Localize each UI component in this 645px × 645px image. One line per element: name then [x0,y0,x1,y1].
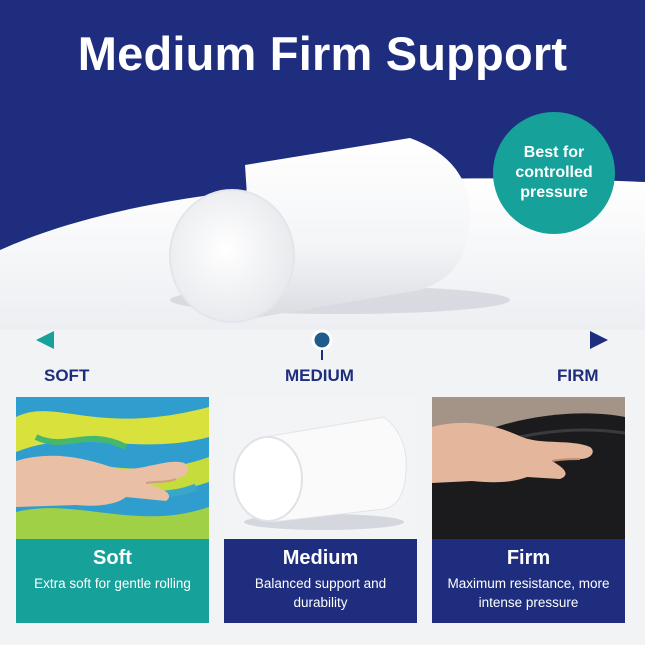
card-firm-title: Firm [506,547,551,569]
foam-roller-hero-image [169,138,510,323]
card-soft-description: Extra soft for gentle rolling [34,576,191,591]
badge-text: Best for controlled pressure [515,144,593,201]
firm-foam-photo [432,397,625,539]
soft-foam-photo [16,397,209,539]
card-medium-description: Balanced support and durability [254,576,387,610]
card-firm-description: Maximum resistance, more intense pressur… [447,576,610,610]
medium-foam-photo [224,397,417,539]
page-title: Medium Firm Support [77,27,568,80]
card-soft-caption: Soft Extra soft for gentle rolling [16,539,209,623]
card-firm: Firm Maximum resistance, more intense pr… [432,397,625,623]
card-firm-caption: Firm Maximum resistance, more intense pr… [432,539,625,623]
best-for-badge: Best for controlled pressure [493,112,615,234]
scale-label-medium: MEDIUM [285,366,354,385]
card-medium-title: Medium [282,547,359,569]
firmness-scale-arrow [36,329,608,360]
card-soft: Soft Extra soft for gentle rolling [16,397,209,623]
card-medium: Medium Balanced support and durability [224,397,417,623]
card-medium-caption: Medium Balanced support and durability [224,539,417,623]
scale-label-soft: SOFT [44,366,90,385]
scale-label-firm: FIRM [557,366,599,385]
card-soft-title: Soft [93,547,132,569]
